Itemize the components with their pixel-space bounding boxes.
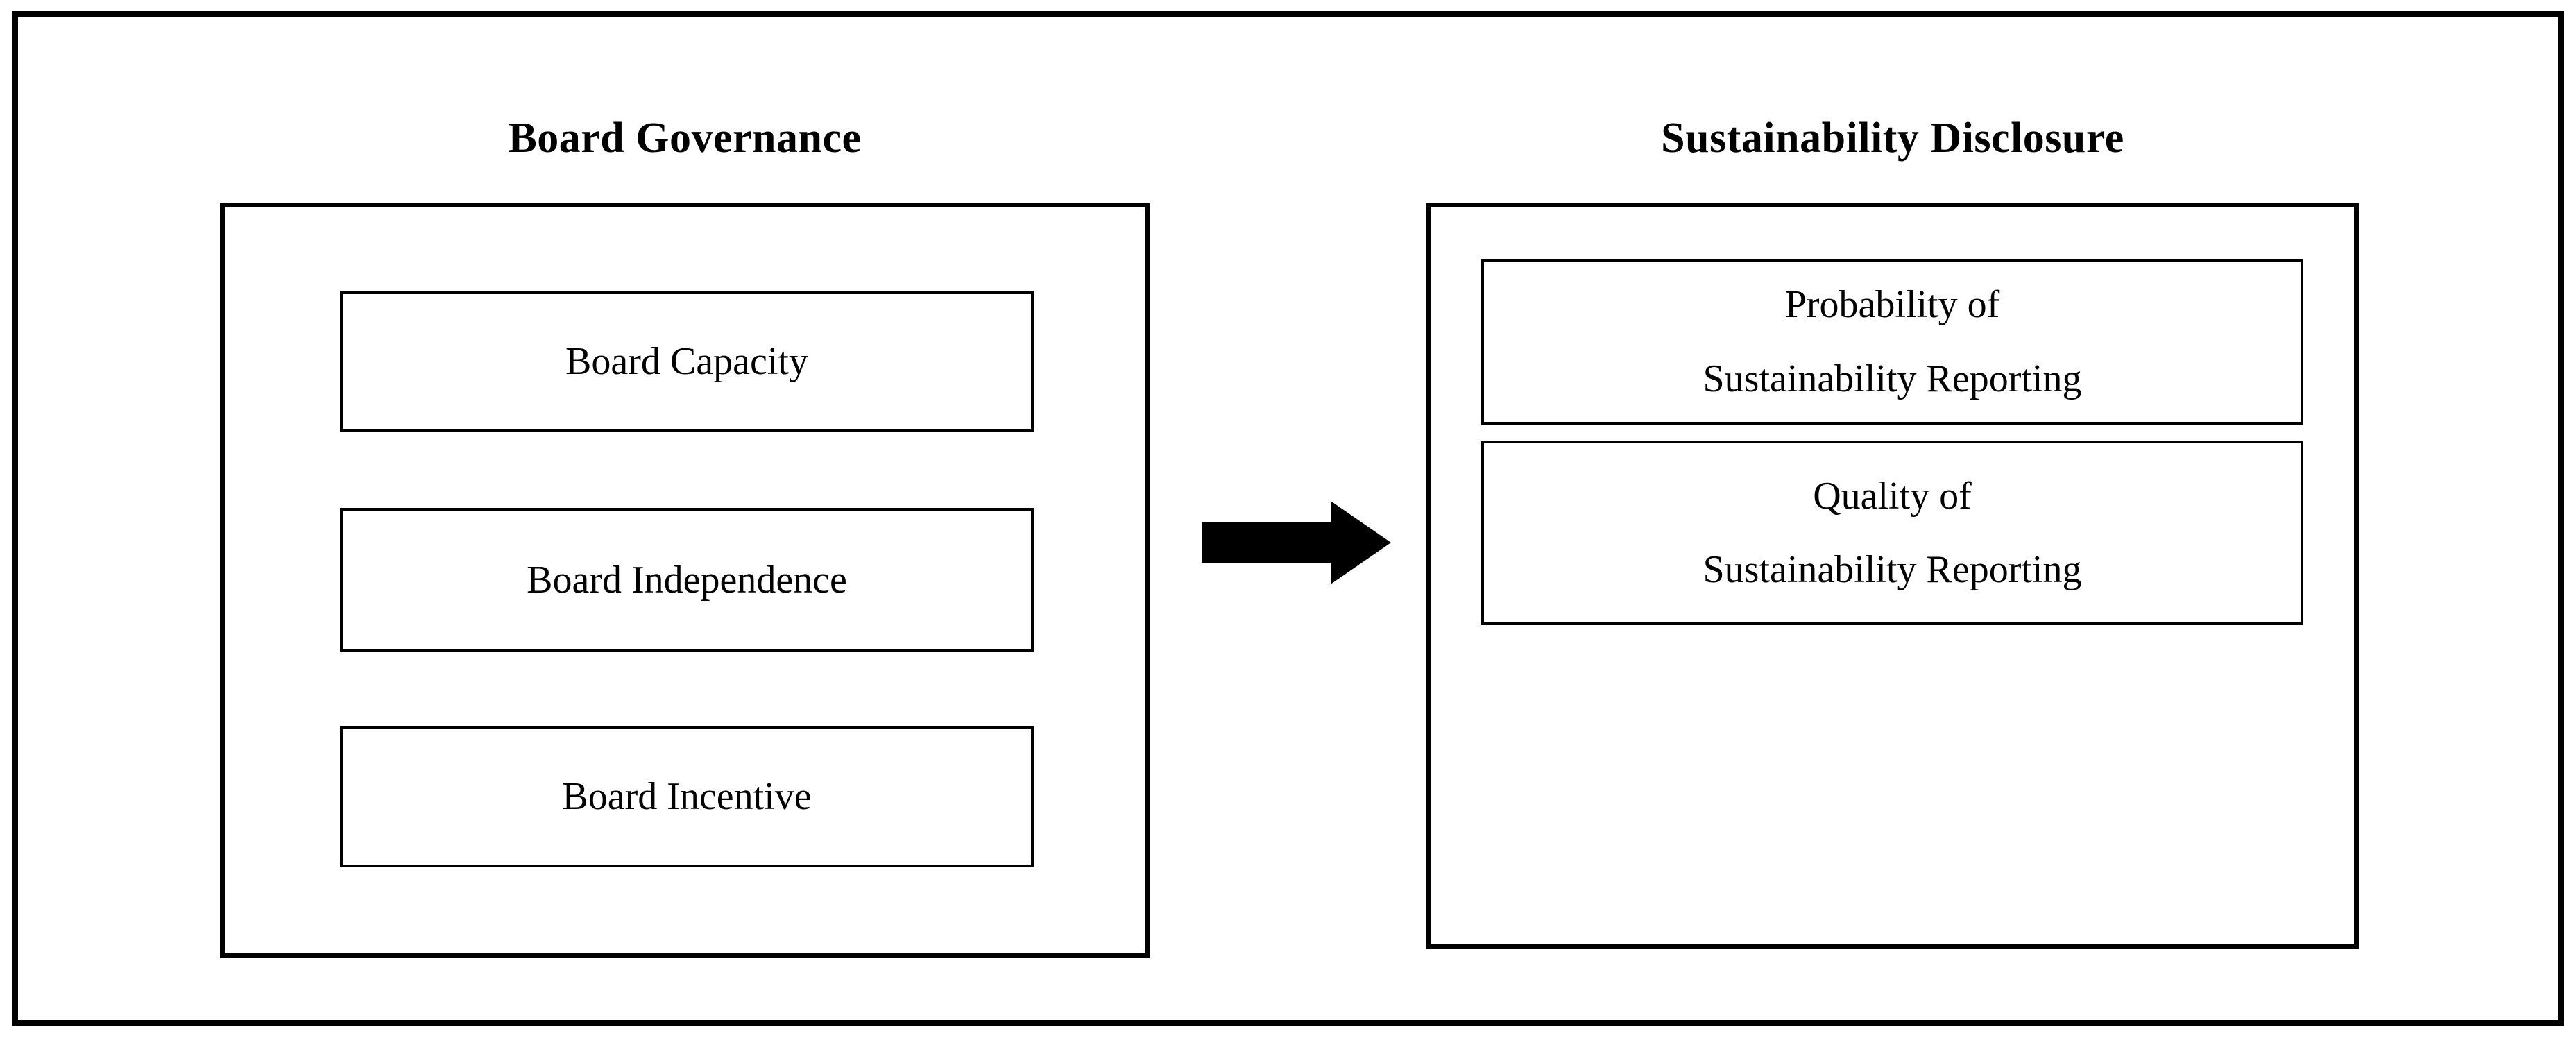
concept-box-board-incentive: Board Incentive — [340, 726, 1034, 867]
concept-box-quality-of-sustainability-reporting: Quality of Sustainability Reporting — [1481, 441, 2303, 625]
concept-label: Board Independence — [527, 558, 847, 602]
concept-label: Board Capacity — [565, 339, 808, 383]
concept-label: Board Incentive — [562, 774, 812, 818]
arrow-right-icon — [1202, 501, 1391, 584]
concept-label-line-2: Sustainability Reporting — [1703, 548, 2082, 591]
concept-label-line-1: Probability of — [1784, 283, 2000, 327]
concept-label-line-1: Quality of — [1813, 474, 1972, 518]
group-title-board-governance: Board Governance — [508, 114, 862, 162]
group-title-sustainability-disclosure: Sustainability Disclosure — [1661, 114, 2124, 162]
concept-label-line-2: Sustainability Reporting — [1703, 357, 2082, 400]
concept-box-board-capacity: Board Capacity — [340, 291, 1034, 432]
concept-box-probability-of-sustainability-reporting: Probability of Sustainability Reporting — [1481, 259, 2303, 425]
concept-box-board-independence: Board Independence — [340, 508, 1034, 652]
